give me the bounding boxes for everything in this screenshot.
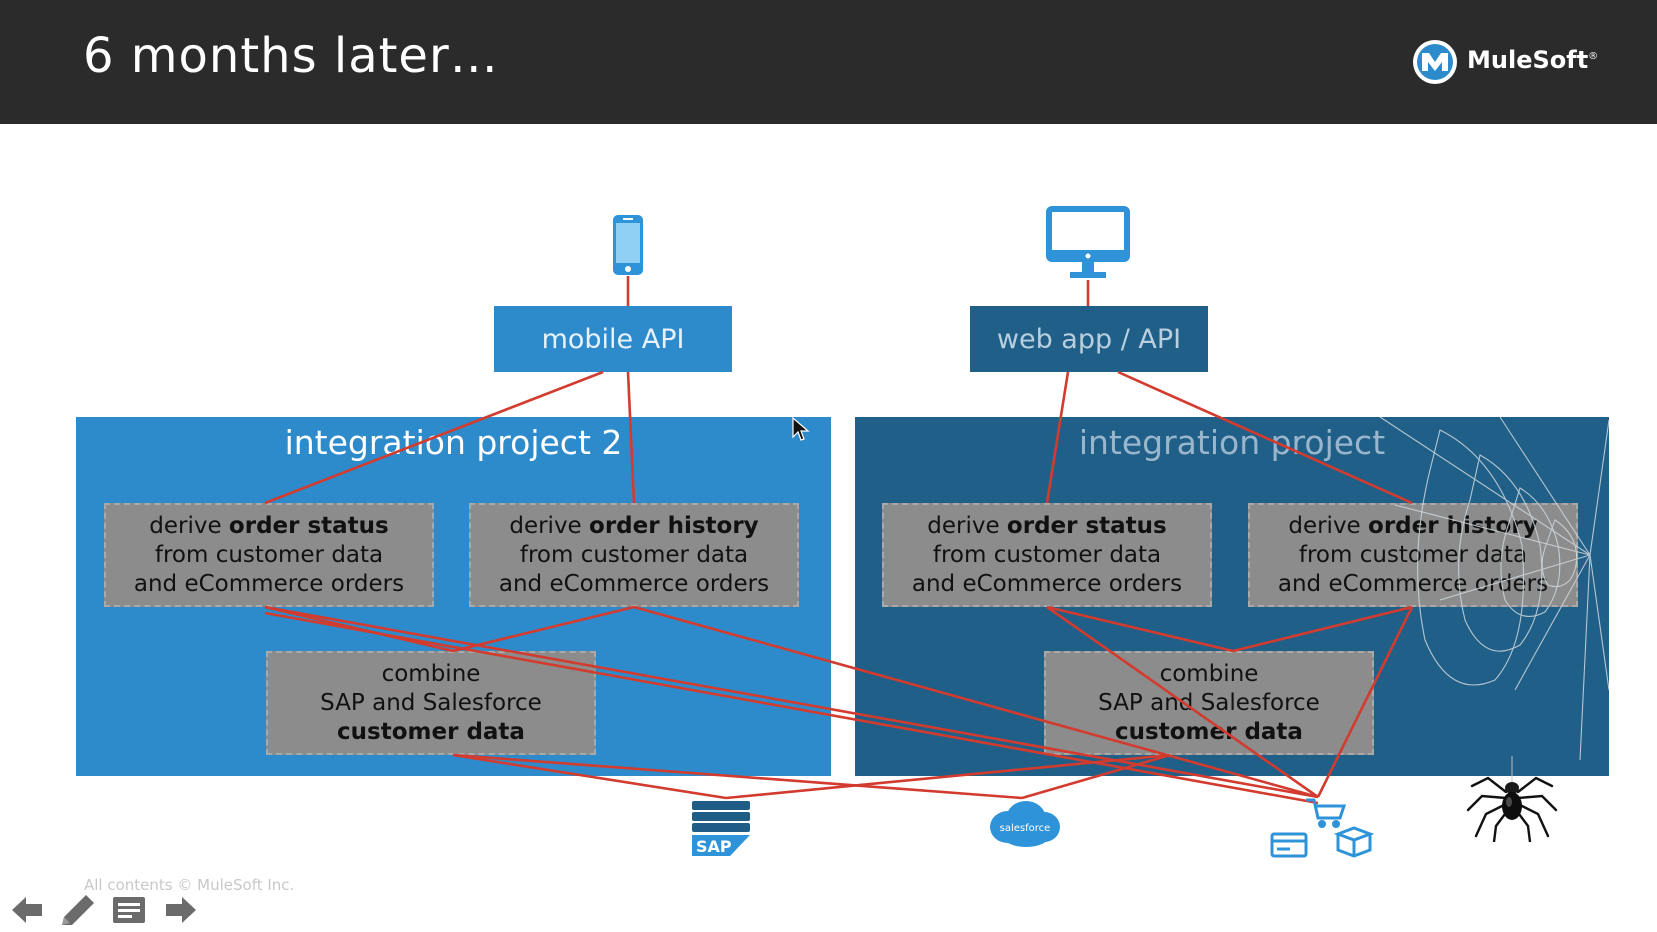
- sap-label: SAP: [696, 837, 732, 856]
- spider-icon: [1466, 756, 1558, 842]
- derive-order-history-box-left: derive order history from customer data …: [469, 503, 799, 607]
- order-status-label: order status: [228, 512, 389, 539]
- mobile-api-box: mobile API: [494, 306, 732, 372]
- combine-line-sap-salesforce: SAP and Salesforce: [320, 689, 542, 716]
- combine-line-customer-data: customer data: [1115, 718, 1303, 745]
- task-line-ecommerce-orders: and eCommerce orders: [911, 570, 1183, 597]
- derive-prefix: derive: [1288, 512, 1369, 539]
- salesforce-label: salesforce: [1000, 823, 1051, 834]
- combine-label: combine: [1159, 660, 1259, 687]
- slide-header: 6 months later… MuleSoft®: [0, 0, 1657, 124]
- task-line-customer-data: from customer data: [932, 541, 1162, 568]
- monitor-icon: [1046, 206, 1130, 278]
- copyright-footer: All contents © MuleSoft Inc.: [84, 876, 295, 894]
- derive-prefix: derive: [927, 512, 1007, 539]
- combine-label: combine: [381, 660, 481, 687]
- task-line-customer-data: from customer data: [519, 541, 749, 568]
- mulesoft-logo: MuleSoft®: [1411, 38, 1598, 88]
- smartphone-icon: [613, 215, 643, 275]
- web-api-box: web app / API: [970, 306, 1208, 372]
- mouse-cursor-icon: [792, 417, 810, 441]
- derive-order-status-box-right: derive order status from customer data a…: [882, 503, 1212, 607]
- task-line-ecommerce-orders: and eCommerce orders: [1277, 570, 1549, 597]
- order-status-label: order status: [1006, 512, 1167, 539]
- brand-registered-mark: ®: [1588, 51, 1599, 62]
- combine-customer-data-box-left: combine SAP and Salesforce customer data: [266, 651, 596, 755]
- integration-project-2-title: integration project 2: [284, 423, 623, 462]
- combine-line-sap-salesforce: SAP and Salesforce: [1098, 689, 1320, 716]
- derive-order-history-box-right: derive order history from customer data …: [1248, 503, 1578, 607]
- task-line-customer-data: from customer data: [1298, 541, 1528, 568]
- brand-name: MuleSoft: [1467, 46, 1589, 74]
- pencil-icon[interactable]: [58, 893, 96, 927]
- derive-prefix: derive: [149, 512, 229, 539]
- web-api-label: web app / API: [996, 323, 1182, 355]
- task-line-ecommerce-orders: and eCommerce orders: [133, 570, 405, 597]
- combine-customer-data-box-right: combine SAP and Salesforce customer data: [1044, 651, 1374, 755]
- mulesoft-m-icon: [1413, 40, 1457, 84]
- arrow-left-icon[interactable]: [8, 893, 46, 927]
- task-line-customer-data: from customer data: [154, 541, 384, 568]
- ecommerce-icon: [1270, 798, 1374, 858]
- order-history-label: order history: [589, 512, 759, 539]
- combine-line-customer-data: customer data: [337, 718, 525, 745]
- sap-server-icon: SAP: [692, 801, 750, 856]
- salesforce-cloud-icon: salesforce: [990, 801, 1060, 847]
- mobile-api-label: mobile API: [541, 323, 685, 355]
- slide-title: 6 months later…: [83, 28, 499, 84]
- order-history-label: order history: [1368, 512, 1538, 539]
- notes-icon[interactable]: [110, 893, 148, 927]
- arrow-right-icon[interactable]: [162, 893, 200, 927]
- task-line-ecommerce-orders: and eCommerce orders: [498, 570, 770, 597]
- derive-prefix: derive: [509, 512, 590, 539]
- derive-order-status-box-left: derive order status from customer data a…: [104, 503, 434, 607]
- integration-project-title: integration project: [1078, 423, 1386, 462]
